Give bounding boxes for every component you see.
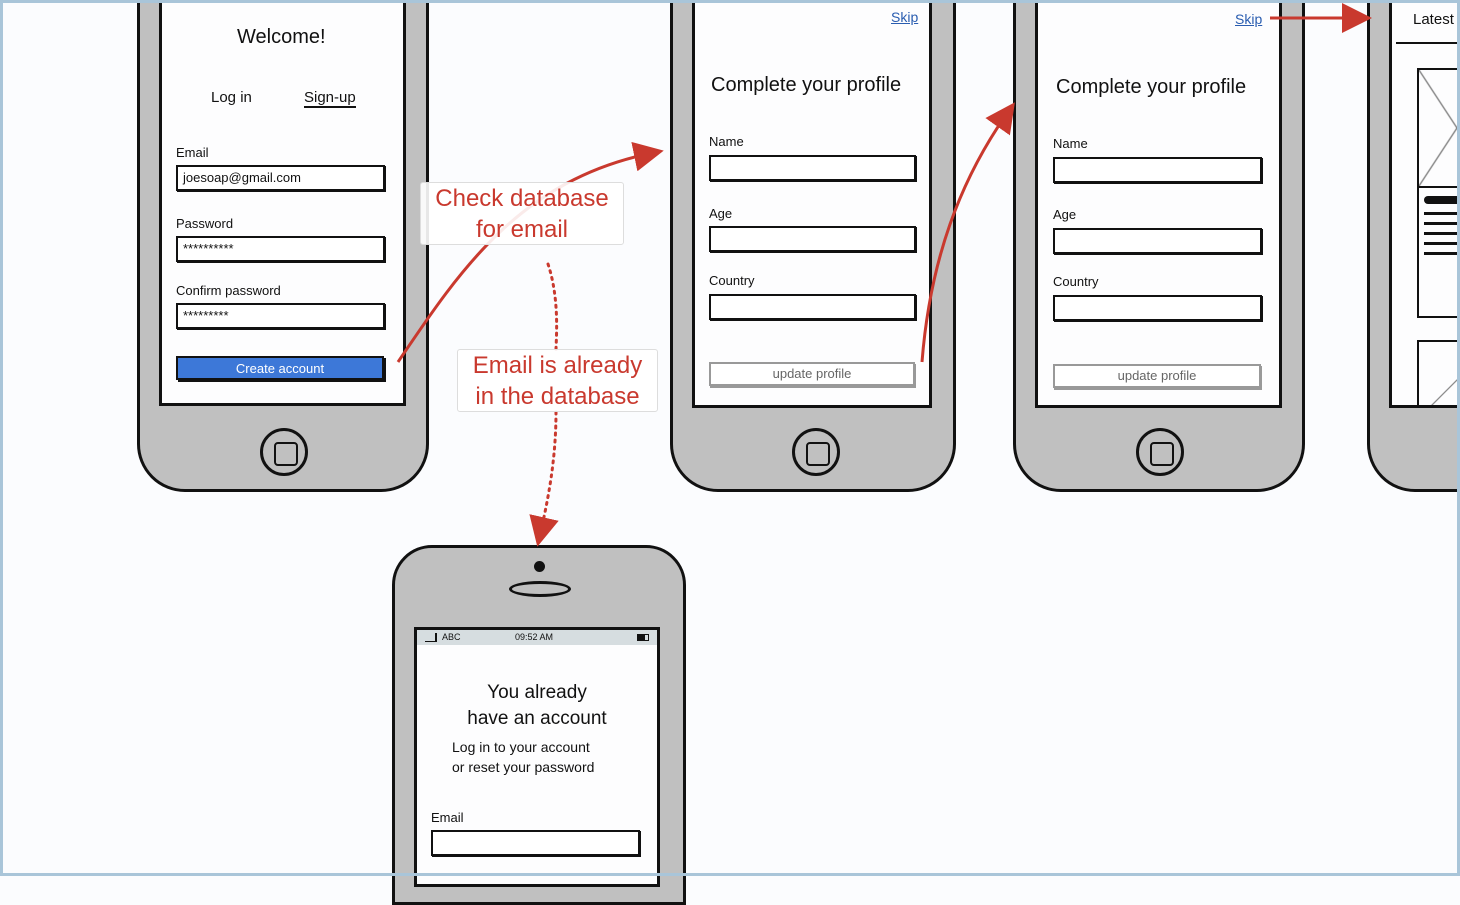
latest-title: Latest xyxy=(1413,11,1454,28)
image-placeholder xyxy=(1417,340,1460,405)
screen-latest: Latest xyxy=(1389,0,1460,408)
country-input[interactable] xyxy=(1053,295,1262,321)
name-label: Name xyxy=(1053,136,1088,151)
email-label: Email xyxy=(431,810,464,825)
email-input[interactable] xyxy=(431,830,640,856)
text-block-placeholder xyxy=(1417,186,1460,318)
already-account-subtitle: Log in to your account or reset your pas… xyxy=(452,737,594,777)
skip-link[interactable]: Skip xyxy=(891,9,919,25)
camera-icon xyxy=(534,561,545,572)
name-label: Name xyxy=(709,134,744,149)
signal-icon xyxy=(425,633,437,642)
skip-link[interactable]: Skip xyxy=(1235,11,1263,27)
profile-title: Complete your profile xyxy=(1056,76,1247,98)
battery-icon xyxy=(637,634,649,641)
age-label: Age xyxy=(709,206,733,221)
password-input[interactable]: ********** xyxy=(176,236,385,262)
country-label: Country xyxy=(1053,274,1099,289)
age-input[interactable] xyxy=(1053,228,1262,254)
create-account-button[interactable]: Create account xyxy=(176,356,384,380)
profile-title: Complete your profile xyxy=(711,74,902,96)
home-button[interactable] xyxy=(792,428,840,476)
header-divider xyxy=(1396,42,1460,44)
already-account-title: You already have an account xyxy=(417,680,657,732)
subtitle-line: Log in to your account xyxy=(452,739,590,755)
welcome-title: Welcome! xyxy=(237,26,326,48)
password-label: Password xyxy=(176,216,234,231)
age-label: Age xyxy=(1053,207,1077,222)
note-line: for email xyxy=(475,216,569,243)
status-bar: ABC 09:52 AM xyxy=(417,630,657,645)
note-line: in the database xyxy=(475,383,640,410)
country-input[interactable] xyxy=(709,294,916,320)
tab-signup[interactable]: Sign-up xyxy=(304,89,356,108)
note-check-database: Check database for email xyxy=(420,182,624,245)
screen-already-account: ABC 09:52 AM You already have an account… xyxy=(414,627,660,887)
update-profile-button[interactable]: update profile xyxy=(1053,364,1261,388)
image-placeholder xyxy=(1417,68,1460,188)
speaker-icon xyxy=(509,581,571,597)
age-input[interactable] xyxy=(709,226,916,252)
confirm-password-input[interactable]: ********* xyxy=(176,303,385,329)
name-input[interactable] xyxy=(1053,157,1262,183)
note-line: Email is already xyxy=(472,352,643,379)
screen-profile: Skip Complete your profile Name Age Coun… xyxy=(692,0,932,408)
carrier-label: ABC xyxy=(442,632,461,642)
note-email-exists: Email is already in the database xyxy=(457,349,658,412)
note-line: Check database xyxy=(435,185,609,212)
name-input[interactable] xyxy=(709,155,916,181)
country-label: Country xyxy=(709,273,755,288)
tab-login[interactable]: Log in xyxy=(211,89,252,106)
confirm-password-label: Confirm password xyxy=(176,283,281,298)
home-button[interactable] xyxy=(260,428,308,476)
update-profile-button[interactable]: update profile xyxy=(709,362,915,386)
email-label: Email xyxy=(176,145,209,160)
time-label: 09:52 AM xyxy=(515,632,554,642)
email-input[interactable]: joesoap@gmail.com xyxy=(176,165,385,191)
title-line: You already xyxy=(487,682,587,703)
screen-signup: Welcome! Log in Sign-up Email joesoap@gm… xyxy=(159,0,406,406)
screen-profile-2: Skip Complete your profile Name Age Coun… xyxy=(1035,0,1282,408)
subtitle-line: or reset your password xyxy=(452,759,595,775)
title-line: have an account xyxy=(467,708,607,729)
home-button[interactable] xyxy=(1136,428,1184,476)
